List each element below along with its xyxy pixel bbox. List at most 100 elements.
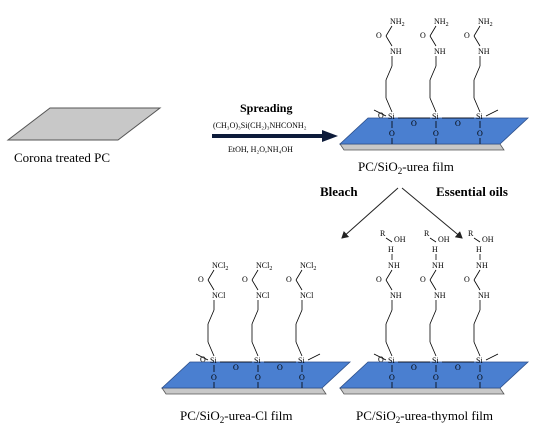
oxygen-atom: O [299, 373, 305, 382]
hydrogen-atom: H [482, 261, 488, 270]
nh2-group: NH2 [434, 17, 449, 28]
oxygen-atom: O [433, 373, 439, 382]
ncl2-group: NCl2 [212, 261, 228, 272]
alkyl-bond [251, 341, 259, 357]
hydrogen-atom: H [438, 261, 444, 270]
alkyl-bond [473, 341, 481, 357]
ncl2-group: NCl2 [256, 261, 272, 272]
carbonyl-bond [295, 279, 303, 291]
bridging-oxygen: O [411, 119, 417, 128]
oxygen-atom: O [433, 129, 439, 138]
alkyl-bond [473, 97, 481, 113]
amide-bond [207, 269, 215, 281]
carbonyl-oxygen: O [286, 275, 292, 284]
nh-group: NH [434, 291, 446, 300]
alkyl-bond [295, 309, 303, 325]
bleach-arrow [341, 187, 399, 239]
essential-oils-arrow [401, 187, 463, 239]
carbonyl-bond [385, 279, 393, 291]
amide-bond [473, 25, 481, 37]
urea-film-caption: PC/SiO2-urea film [358, 159, 454, 176]
si-atom: Si [388, 112, 395, 121]
oxygen-atom: O [477, 129, 483, 138]
methoxy-oxygen: O [378, 111, 384, 120]
nh-group: NH [390, 47, 402, 56]
carbonyl-oxygen: O [420, 275, 426, 284]
alkyl-bond [295, 341, 303, 357]
methoxy-oxygen: O [378, 355, 384, 364]
nh-group: NH [434, 47, 446, 56]
alkyl-bond [251, 309, 259, 325]
oh-group: OH [394, 235, 406, 244]
urea-cl-film-caption: PC/SiO2-urea-Cl film [180, 408, 292, 425]
carbonyl-oxygen: O [464, 31, 470, 40]
bleach-label: Bleach [320, 184, 358, 199]
r-oh-bond [385, 237, 393, 243]
carbonyl-bond [473, 35, 481, 47]
si-atom: Si [298, 356, 305, 365]
spreading-label: Spreading [240, 101, 292, 115]
nh-group: NH [390, 291, 402, 300]
substrate-plate [338, 361, 530, 395]
carbonyl-oxygen: O [242, 275, 248, 284]
plate-surface [160, 361, 352, 389]
carbonyl-bond [473, 279, 481, 291]
amide-bond [295, 269, 303, 281]
alkyl-bond [385, 65, 393, 81]
bridging-oxygen: O [233, 363, 239, 372]
r-group: R [380, 229, 386, 238]
carbonyl-oxygen: O [464, 275, 470, 284]
bridging-oxygen: O [455, 119, 461, 128]
carbonyl-bond [385, 35, 393, 47]
carbonyl-bond [207, 279, 215, 291]
corona-pc-plate [6, 107, 162, 141]
alkyl-bond [385, 97, 393, 113]
carbonyl-oxygen: O [376, 31, 382, 40]
alkyl-bond [207, 341, 215, 357]
carbonyl-bond [429, 279, 437, 291]
amide-bond [473, 269, 481, 281]
carbonyl-bond [429, 35, 437, 47]
alkyl-bond [429, 341, 437, 357]
ncl-group: NCl [256, 291, 270, 300]
carbonyl-bond [251, 279, 259, 291]
amide-bond [385, 269, 393, 281]
r-oh-bond [429, 237, 437, 243]
methoxy-bond [307, 353, 321, 361]
si-atom: Si [254, 356, 261, 365]
oxygen-atom: O [389, 129, 395, 138]
bridging-oxygen: O [455, 363, 461, 372]
hydrogen-atom: H [388, 245, 394, 254]
oh-group: OH [438, 235, 450, 244]
si-atom: Si [210, 356, 217, 365]
hydrogen-atom: H [432, 245, 438, 254]
alkyl-bond [473, 309, 481, 325]
si-atom: Si [388, 356, 395, 365]
oxygen-atom: O [477, 373, 483, 382]
r-group: R [468, 229, 474, 238]
nh2-group: NH2 [390, 17, 405, 28]
carbonyl-oxygen: O [198, 275, 204, 284]
alkyl-bond [385, 341, 393, 357]
methoxy-bond [195, 353, 209, 361]
reagent-label: (CH₃O)₃Si(CH₂)₃NHCONH₂ [213, 121, 307, 130]
alkyl-bond [429, 65, 437, 81]
nitrogen-atom: N [476, 261, 482, 270]
ncl-group: NCl [212, 291, 226, 300]
nh-group: NH [478, 47, 490, 56]
r-group: R [424, 229, 430, 238]
nh-group: NH [478, 291, 490, 300]
bridging-oxygen: O [277, 363, 283, 372]
essential-oils-label: Essential oils [436, 184, 508, 199]
hydrogen-atom: H [394, 261, 400, 270]
ncl-group: NCl [300, 291, 314, 300]
amide-bond [429, 269, 437, 281]
oxygen-atom: O [255, 373, 261, 382]
plate-surface [338, 117, 530, 145]
bridging-oxygen: O [411, 363, 417, 372]
si-atom: Si [432, 112, 439, 121]
amide-bond [385, 25, 393, 37]
